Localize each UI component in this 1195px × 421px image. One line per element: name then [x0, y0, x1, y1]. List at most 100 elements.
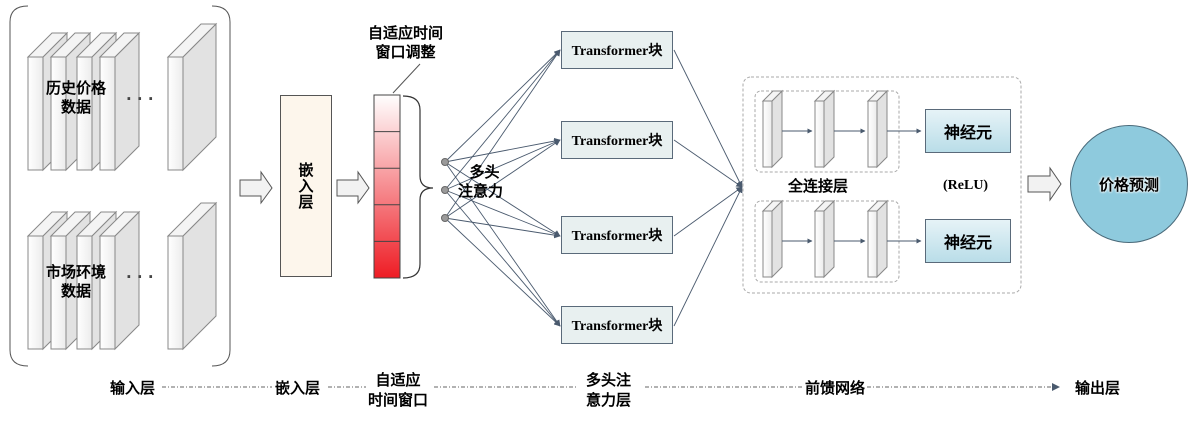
plate-front [867, 100, 878, 168]
time-window-callout: 自适应时间 窗口调整 [368, 24, 443, 62]
plate-side [771, 199, 783, 279]
attention-edge [444, 189, 561, 327]
attention-edge [444, 49, 561, 191]
transformer-label: Transformer块 [571, 134, 663, 149]
plate-front [814, 210, 825, 278]
transformer-edge [673, 139, 743, 188]
plate-side [876, 89, 888, 169]
plate-front [99, 235, 116, 350]
label-line: 自适应 [375, 371, 421, 389]
attention-edge [444, 217, 561, 327]
transformer-block: Transformer块 [561, 306, 673, 344]
plate-front [762, 100, 773, 168]
plate-front [27, 56, 44, 171]
pipeline-input-layer: 输入层 [110, 378, 155, 398]
plate [866, 89, 889, 169]
attention-connections [444, 49, 561, 327]
pipeline-attention-layer: 多头注 意力层 [586, 370, 631, 410]
adaptive-time-window [373, 94, 401, 279]
market-env-plates [26, 201, 218, 351]
label-line: 输出层 [1075, 379, 1121, 397]
callout-line-2: 窗口调整 [375, 43, 436, 61]
multihead-attention-label: 多头 注意力 [458, 163, 503, 201]
transformer-edge [673, 186, 743, 327]
attention-edge [444, 217, 561, 239]
transformer-block: Transformer块 [561, 31, 673, 69]
flow-arrow-icon [336, 170, 370, 205]
label-line: 嵌入层 [275, 379, 321, 397]
plate-front [76, 235, 93, 350]
attention-edge [444, 139, 561, 219]
label-line: 多头注 [586, 371, 632, 389]
historical-price-label: 历史价格 数据 [46, 79, 106, 117]
input-bracket [9, 5, 231, 367]
callout-line-1: 自适应时间 [368, 24, 444, 42]
fc-plates [761, 89, 922, 279]
pipeline-feedforward: 前馈网络 [805, 378, 865, 398]
ffn-container [742, 76, 1022, 294]
ellipsis-bottom: · · · [126, 268, 154, 286]
label-line: 多头 [469, 163, 500, 181]
neuron-label: 神经元 [943, 123, 992, 142]
plate-front [762, 210, 773, 278]
plate-side [823, 199, 835, 279]
window-brace [402, 95, 434, 279]
ellipsis-top: · · · [126, 90, 154, 108]
flow-arrow-icon [1027, 166, 1062, 202]
plate [813, 199, 836, 279]
plate [761, 89, 784, 169]
transformer-to-ffn-connections [673, 49, 743, 327]
pipeline-arrow-icon [1052, 383, 1060, 391]
label-line: 时间窗口 [368, 391, 429, 409]
label-line: 历史价格 [46, 79, 107, 97]
neuron-box: 神经元 [925, 109, 1011, 153]
transformer-edge [673, 186, 743, 237]
historical-price-plates [26, 22, 218, 172]
neuron-label: 神经元 [943, 233, 992, 252]
price-prediction-label: 价格预测 [1098, 175, 1159, 194]
plate-side [823, 89, 835, 169]
plate-front [814, 100, 825, 168]
plate [813, 89, 836, 169]
relu-label: (ReLU) [943, 178, 989, 193]
pipeline-embedding-layer: 嵌入层 [275, 378, 320, 398]
attention-node [441, 158, 449, 166]
plate-front [27, 235, 44, 350]
transformer-block: Transformer块 [561, 216, 673, 254]
market-env-label: 市场环境 数据 [46, 263, 106, 301]
label-line: 输入层 [110, 379, 156, 397]
transformer-block: Transformer块 [561, 121, 673, 159]
price-prediction-node: 价格预测 [1070, 125, 1188, 243]
attention-node [441, 214, 449, 222]
plate-side [876, 199, 888, 279]
attention-edge [444, 139, 561, 191]
neuron-box: 神经元 [925, 219, 1011, 263]
transformer-edge [673, 49, 743, 188]
label-line: 注意力 [458, 182, 504, 200]
plate [98, 31, 141, 172]
plate-front [167, 56, 184, 171]
plate [166, 22, 218, 172]
label-line: 数据 [61, 282, 92, 300]
transformer-label: Transformer块 [571, 319, 663, 334]
attention-edge [444, 161, 561, 237]
label-line: 前馈网络 [805, 379, 866, 397]
pipeline-time-window: 自适应 时间窗口 [368, 370, 428, 410]
embedding-label: 嵌入层 [296, 162, 315, 210]
transformer-label: Transformer块 [571, 229, 663, 244]
attention-node [441, 186, 449, 194]
plate [866, 199, 889, 279]
attention-edge [444, 49, 561, 219]
plate [166, 201, 218, 351]
attention-edge [444, 49, 561, 163]
label-line: 数据 [61, 98, 92, 116]
fc-layer-label: 全连接层 [788, 177, 849, 195]
plate-side [771, 89, 783, 169]
plate-front [167, 235, 184, 350]
label-line: 意力层 [586, 391, 632, 409]
plate-front [99, 56, 116, 171]
callout-line [392, 63, 421, 94]
plate-front [50, 56, 67, 171]
plate-front [867, 210, 878, 278]
